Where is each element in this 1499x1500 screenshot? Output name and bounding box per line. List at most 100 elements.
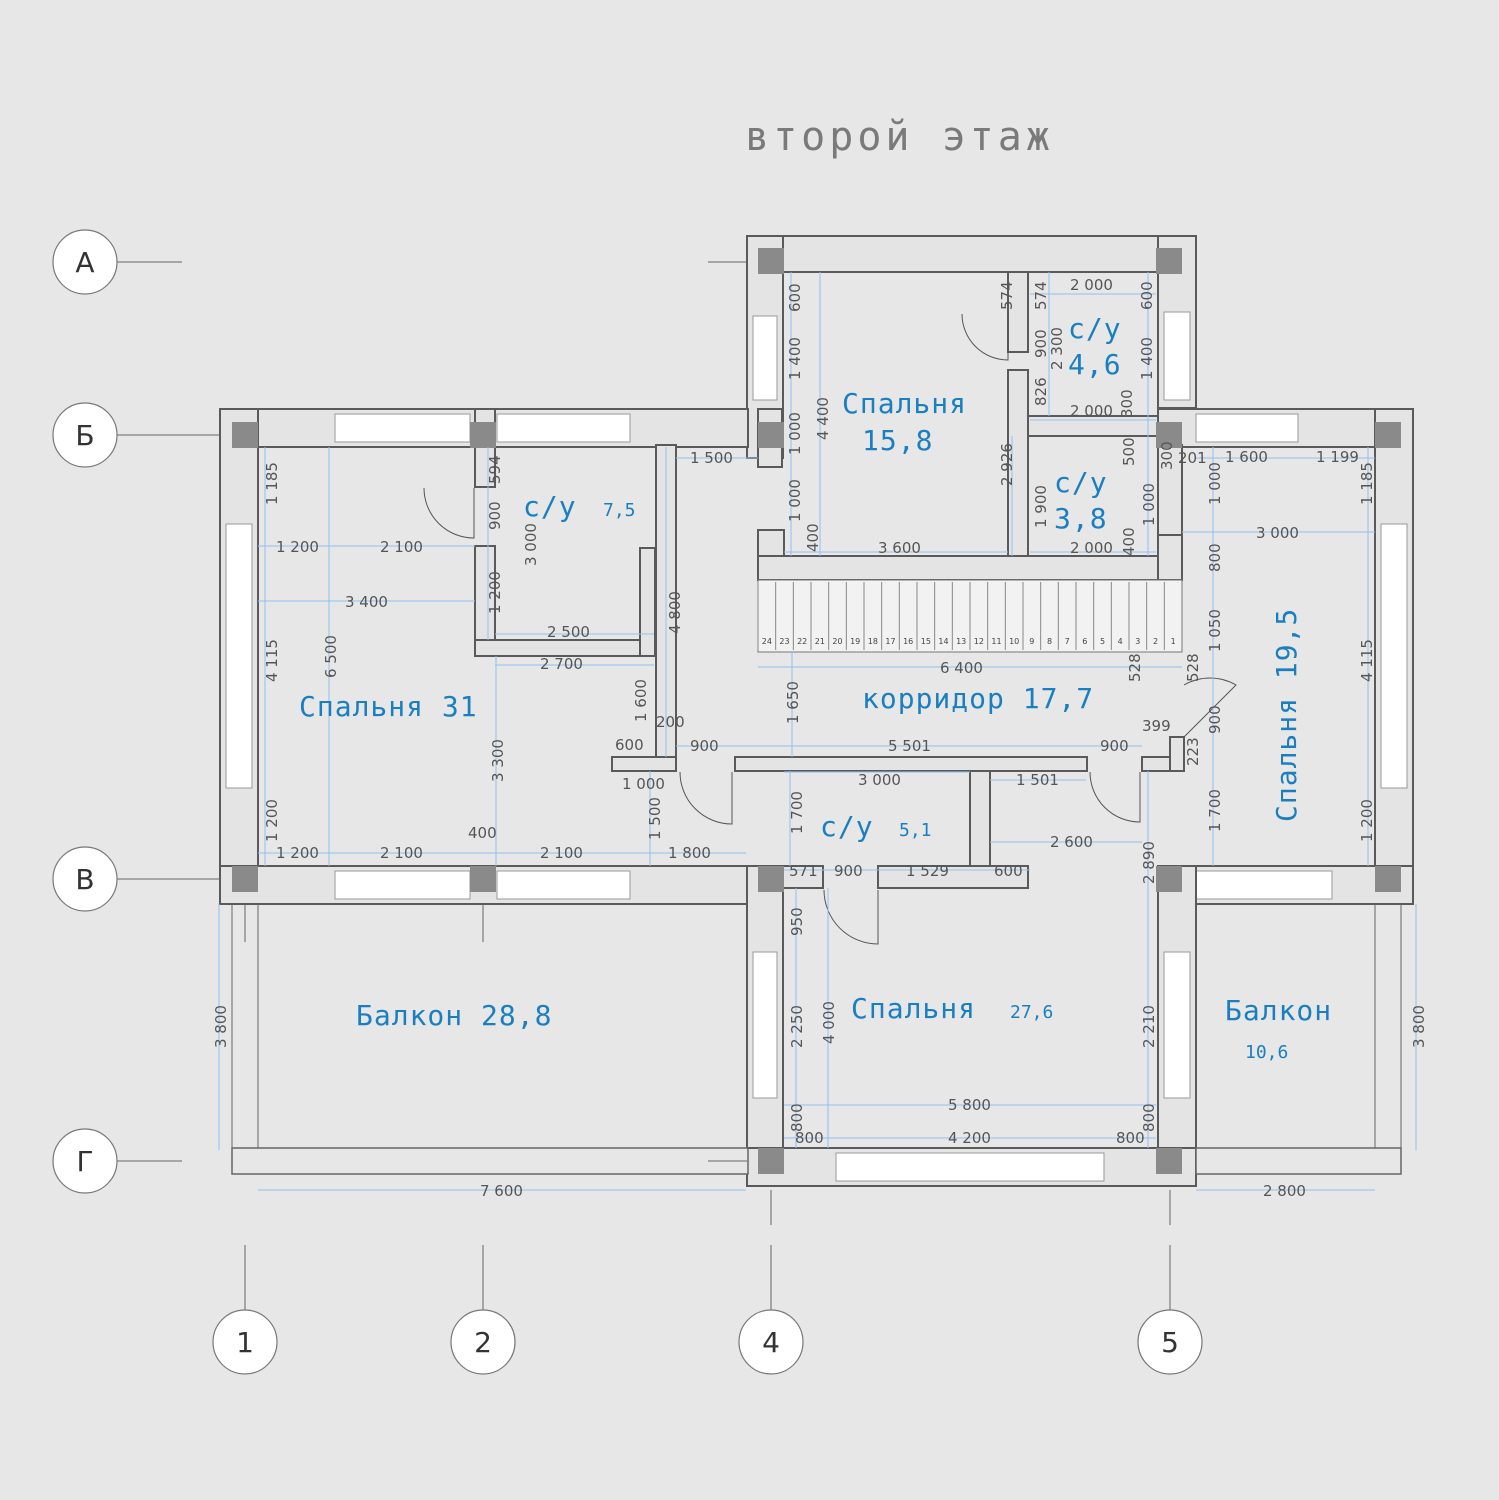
stair-step-number: 8: [1047, 637, 1052, 646]
room-wc-mid-name: с/у: [1054, 466, 1108, 499]
svg-text:300: 300: [1118, 389, 1136, 418]
svg-text:1 501: 1 501: [1016, 771, 1059, 789]
stair-step-number: 5: [1100, 637, 1105, 646]
svg-text:1 800: 1 800: [668, 844, 711, 862]
svg-text:1 600: 1 600: [1225, 448, 1268, 466]
svg-text:1 000: 1 000: [1206, 462, 1224, 505]
svg-text:В: В: [75, 863, 94, 896]
svg-text:1 050: 1 050: [1206, 609, 1224, 652]
svg-text:1 000: 1 000: [622, 775, 665, 793]
svg-text:4 800: 4 800: [666, 591, 684, 634]
room-bedroom-right: Спальня 19,5: [1270, 608, 1303, 822]
room-balcony-left: Балкон 28,8: [356, 999, 552, 1032]
stair-step-number: 20: [832, 637, 842, 646]
svg-text:1 500: 1 500: [646, 797, 664, 840]
stair-step-number: 4: [1118, 637, 1123, 646]
svg-text:2 890: 2 890: [1140, 841, 1158, 884]
axis-marker-g: Г: [52, 1128, 118, 1194]
stair-step-number: 10: [1009, 637, 1019, 646]
svg-text:2 000: 2 000: [1070, 539, 1113, 557]
svg-text:2 926: 2 926: [998, 443, 1016, 486]
svg-text:1 200: 1 200: [276, 538, 319, 556]
svg-text:2 250: 2 250: [788, 1005, 806, 1048]
stair-step-number: 16: [903, 637, 913, 646]
svg-text:1 500: 1 500: [690, 449, 733, 467]
room-wc-top-name: с/у: [1068, 312, 1122, 345]
room-wc-top-area: 4,6: [1068, 348, 1122, 381]
svg-text:571: 571: [789, 862, 818, 880]
axis-marker-b: Б: [52, 402, 118, 468]
svg-text:3 300: 3 300: [489, 739, 507, 782]
svg-text:1 900: 1 900: [1032, 485, 1050, 528]
svg-text:600: 600: [615, 736, 644, 754]
svg-text:2 500: 2 500: [547, 623, 590, 641]
svg-text:3 800: 3 800: [212, 1005, 230, 1048]
svg-text:950: 950: [788, 907, 806, 936]
svg-text:223: 223: [1184, 737, 1202, 766]
stair-step-number: 13: [956, 637, 966, 646]
stair-step-number: 24: [762, 637, 772, 646]
svg-text:1 185: 1 185: [1358, 462, 1376, 505]
svg-text:6 500: 6 500: [322, 635, 340, 678]
dimension-labels: 2 000 2 000 3 600 2 000 1 500 201 1 600 …: [212, 276, 1428, 1200]
axis-marker-5: 5: [1137, 1309, 1203, 1375]
svg-text:826: 826: [1032, 377, 1050, 406]
svg-text:4: 4: [762, 1326, 780, 1359]
svg-text:1 400: 1 400: [786, 337, 804, 380]
svg-text:1 700: 1 700: [1206, 789, 1224, 832]
room-labels: Спальня 15,8 с/у 4,6 с/у 3,8 с/у 7,5 Спа…: [299, 312, 1331, 1063]
svg-text:574: 574: [998, 281, 1016, 310]
svg-text:2 300: 2 300: [1048, 327, 1066, 370]
stair-step-number: 17: [885, 637, 895, 646]
axis-marker-a: А: [52, 229, 118, 295]
svg-text:1 200: 1 200: [276, 844, 319, 862]
svg-text:528: 528: [1126, 653, 1144, 682]
stair-step-number: 11: [991, 637, 1001, 646]
svg-text:1 000: 1 000: [786, 479, 804, 522]
svg-text:1 700: 1 700: [788, 791, 806, 834]
svg-text:3 800: 3 800: [1410, 1005, 1428, 1048]
svg-text:А: А: [75, 246, 94, 279]
svg-text:1 200: 1 200: [263, 799, 281, 842]
stair-step-number: 6: [1082, 637, 1087, 646]
svg-text:3 000: 3 000: [858, 771, 901, 789]
svg-text:4 400: 4 400: [814, 397, 832, 440]
svg-text:5 800: 5 800: [948, 1096, 991, 1114]
plan-title: второй этаж: [745, 114, 1054, 160]
svg-text:600: 600: [786, 283, 804, 312]
svg-text:200: 200: [656, 713, 685, 731]
svg-text:400: 400: [804, 523, 822, 552]
svg-text:500: 500: [1120, 437, 1138, 466]
svg-text:900: 900: [486, 501, 504, 530]
svg-text:4 115: 4 115: [1358, 639, 1376, 682]
svg-text:800: 800: [1206, 543, 1224, 572]
svg-text:1 000: 1 000: [786, 412, 804, 455]
room-corridor: корридор 17,7: [862, 682, 1094, 715]
stair-step-number: 15: [921, 637, 931, 646]
svg-text:800: 800: [1140, 1103, 1158, 1132]
room-wc-mid-area: 3,8: [1054, 502, 1108, 535]
room-bedroom-top-name: Спальня: [842, 387, 967, 420]
svg-text:Г: Г: [76, 1145, 93, 1178]
svg-text:201: 201: [1178, 449, 1207, 467]
stair-step-number: 14: [938, 637, 948, 646]
stair-step-number: 12: [974, 637, 984, 646]
svg-text:4 115: 4 115: [263, 639, 281, 682]
stair-step-number: 22: [797, 637, 807, 646]
svg-text:2 800: 2 800: [1263, 1182, 1306, 1200]
svg-text:4 000: 4 000: [820, 1001, 838, 1044]
room-wc-bottom-name: с/у: [820, 810, 874, 843]
svg-text:574: 574: [1032, 281, 1050, 310]
svg-text:6 400: 6 400: [940, 659, 983, 677]
svg-text:400: 400: [1120, 527, 1138, 556]
svg-text:1 600: 1 600: [632, 679, 650, 722]
doors: [423, 313, 1237, 945]
svg-text:5: 5: [1161, 1326, 1179, 1359]
room-balcony-right-area: 10,6: [1245, 1042, 1288, 1063]
room-wc-bottom-area: 5,1: [899, 820, 932, 841]
svg-text:2 100: 2 100: [380, 844, 423, 862]
svg-text:2 600: 2 600: [1050, 833, 1093, 851]
svg-text:600: 600: [1138, 281, 1156, 310]
svg-text:2: 2: [474, 1326, 492, 1359]
